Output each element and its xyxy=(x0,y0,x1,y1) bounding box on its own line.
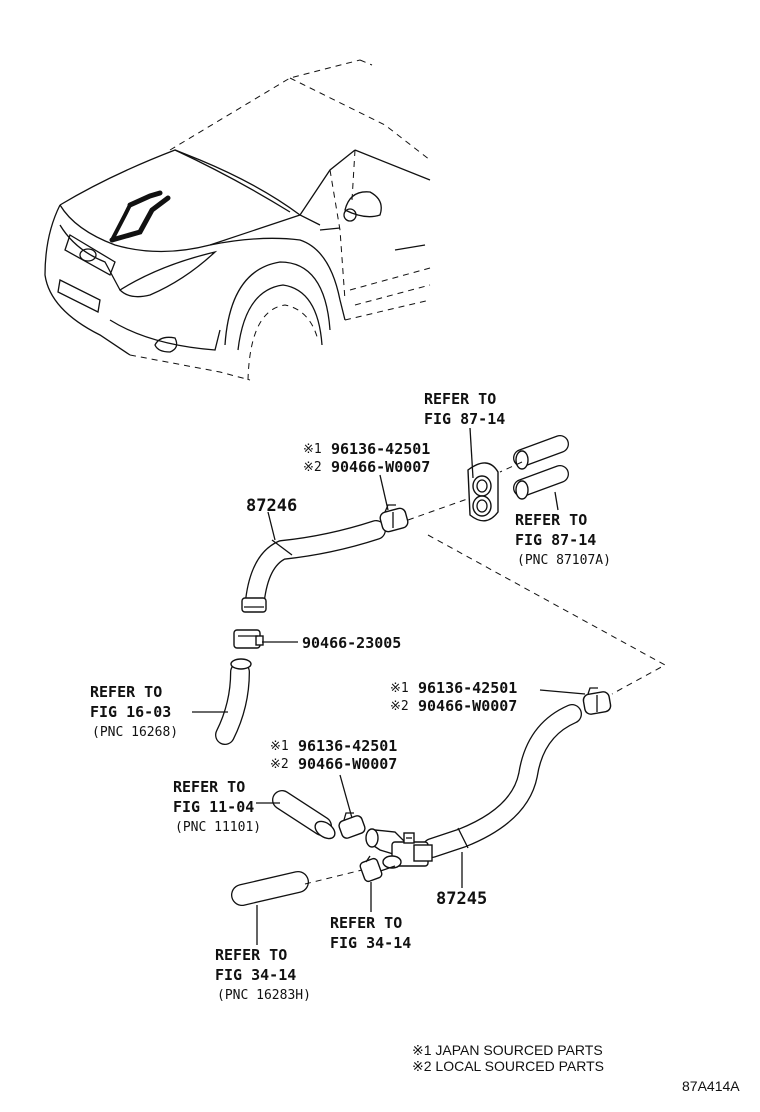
lower-pipe-left-upper xyxy=(215,658,252,745)
part-number-87246: 87246 xyxy=(246,496,297,516)
ref-right-line3: (PNC 87107A) xyxy=(517,553,611,568)
part-number-90466-23005: 90466-23005 xyxy=(302,634,401,652)
car-illustration xyxy=(44,59,431,381)
clamp-right xyxy=(582,687,612,715)
clamp-right-code1: 96136-42501 xyxy=(418,679,517,697)
ref-left-bottom-line2: FIG 34-14 xyxy=(215,966,296,984)
clamp-top-mark1: ※1 xyxy=(303,442,322,457)
leader-lines xyxy=(192,427,586,945)
label-ref-left-bottom: REFER TO FIG 34-14 (PNC 16283H) xyxy=(215,946,311,1003)
label-clamp-left: ※1 96136-42501 ※2 90466-W0007 xyxy=(270,737,397,773)
clamp-left xyxy=(338,812,366,839)
clamp-left-code1: 96136-42501 xyxy=(298,737,397,755)
ref-left-upper-line3: (PNC 16268) xyxy=(92,725,178,740)
label-ref-left-upper: REFER TO FIG 16-03 (PNC 16268) xyxy=(90,683,178,740)
clamp-top-code2: 90466-W0007 xyxy=(331,458,430,476)
grommet xyxy=(467,462,499,522)
clamp-left-mark1: ※1 xyxy=(270,739,289,754)
clamp-left-code2: 90466-W0007 xyxy=(298,755,397,773)
assembly-lines xyxy=(407,461,667,695)
clamp-top-mark2: ※2 xyxy=(303,460,322,475)
clamp-left-mark2: ※2 xyxy=(270,757,289,772)
ref-center-bottom-line1: REFER TO xyxy=(330,914,402,932)
clamp-bottom xyxy=(359,855,383,883)
ref-top-line2: FIG 87-14 xyxy=(424,410,505,428)
ref-top-line1: REFER TO xyxy=(424,390,496,408)
label-clamp-right: ※1 96136-42501 ※2 90466-W0007 xyxy=(390,679,517,715)
clamp-top xyxy=(379,504,409,533)
figure-code: 87A414A xyxy=(682,1078,740,1094)
heater-pipes xyxy=(513,435,569,500)
ref-left-upper-line2: FIG 16-03 xyxy=(90,703,171,721)
valve-assembly xyxy=(365,828,433,875)
clamp-mid xyxy=(233,629,264,649)
label-ref-right: REFER TO FIG 87-14 (PNC 87107A) xyxy=(515,511,611,568)
label-ref-left-mid: REFER TO FIG 11-04 (PNC 11101) xyxy=(173,778,261,835)
clamp-right-mark2: ※2 xyxy=(390,699,409,714)
ref-left-mid-line3: (PNC 11101) xyxy=(175,820,261,835)
pipe-fig-11-04 xyxy=(272,790,336,840)
ref-right-line2: FIG 87-14 xyxy=(515,531,596,549)
label-ref-top: REFER TO FIG 87-14 xyxy=(424,390,505,428)
label-ref-center-bottom: REFER TO FIG 34-14 xyxy=(330,914,411,952)
pipe-fig-34-14 xyxy=(231,869,363,906)
hose-87245-drawing xyxy=(422,704,582,858)
ref-left-mid-line1: REFER TO xyxy=(173,778,245,796)
legend-item-japan: ※1 JAPAN SOURCED PARTS xyxy=(412,1042,603,1058)
ref-left-bottom-line3: (PNC 16283H) xyxy=(217,988,311,1003)
legend: ※1 JAPAN SOURCED PARTS ※2 LOCAL SOURCED … xyxy=(412,1042,604,1074)
ref-left-bottom-line1: REFER TO xyxy=(215,946,287,964)
label-clamp-top: ※1 96136-42501 ※2 90466-W0007 xyxy=(303,440,430,476)
clamp-right-code2: 90466-W0007 xyxy=(418,697,517,715)
ref-left-mid-line2: FIG 11-04 xyxy=(173,798,254,816)
clamp-top-code1: 96136-42501 xyxy=(331,440,430,458)
ref-right-line1: REFER TO xyxy=(515,511,587,529)
clamp-right-mark1: ※1 xyxy=(390,681,409,696)
hose-87246-drawing xyxy=(241,520,386,613)
part-number-87245: 87245 xyxy=(436,889,487,909)
ref-center-bottom-line2: FIG 34-14 xyxy=(330,934,411,952)
ref-left-upper-line1: REFER TO xyxy=(90,683,162,701)
legend-item-local: ※2 LOCAL SOURCED PARTS xyxy=(412,1058,604,1074)
